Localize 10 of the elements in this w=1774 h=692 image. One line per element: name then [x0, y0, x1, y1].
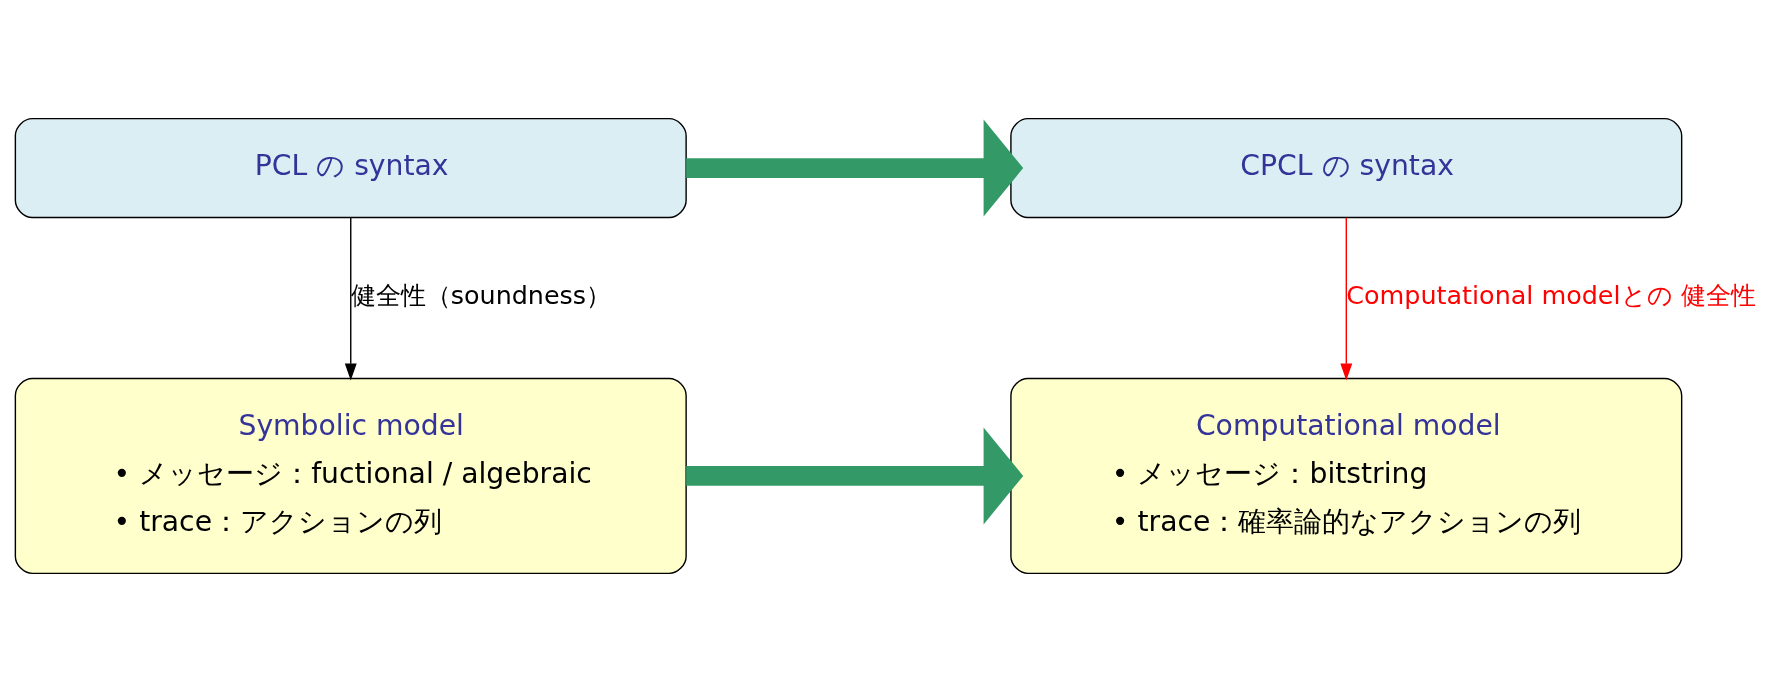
node-box: PCL の syntax	[14, 117, 687, 219]
arrow	[686, 119, 1024, 217]
edge-label: Computational modelとの 健全性	[1346, 280, 1756, 311]
arrow	[344, 217, 357, 381]
arrow	[1340, 217, 1353, 381]
arrow	[686, 427, 1024, 525]
node-box: Symbolic model • メッセージ：fuctional / algebraic • trace：アクションの列	[14, 377, 687, 575]
node-box: CPCL の syntax	[1010, 117, 1683, 219]
edge-label: 健全性（soundness）	[350, 280, 612, 311]
node-box: Computational model • メッセージ：bitstring • trace：確率論的なアクションの列	[1010, 377, 1683, 575]
